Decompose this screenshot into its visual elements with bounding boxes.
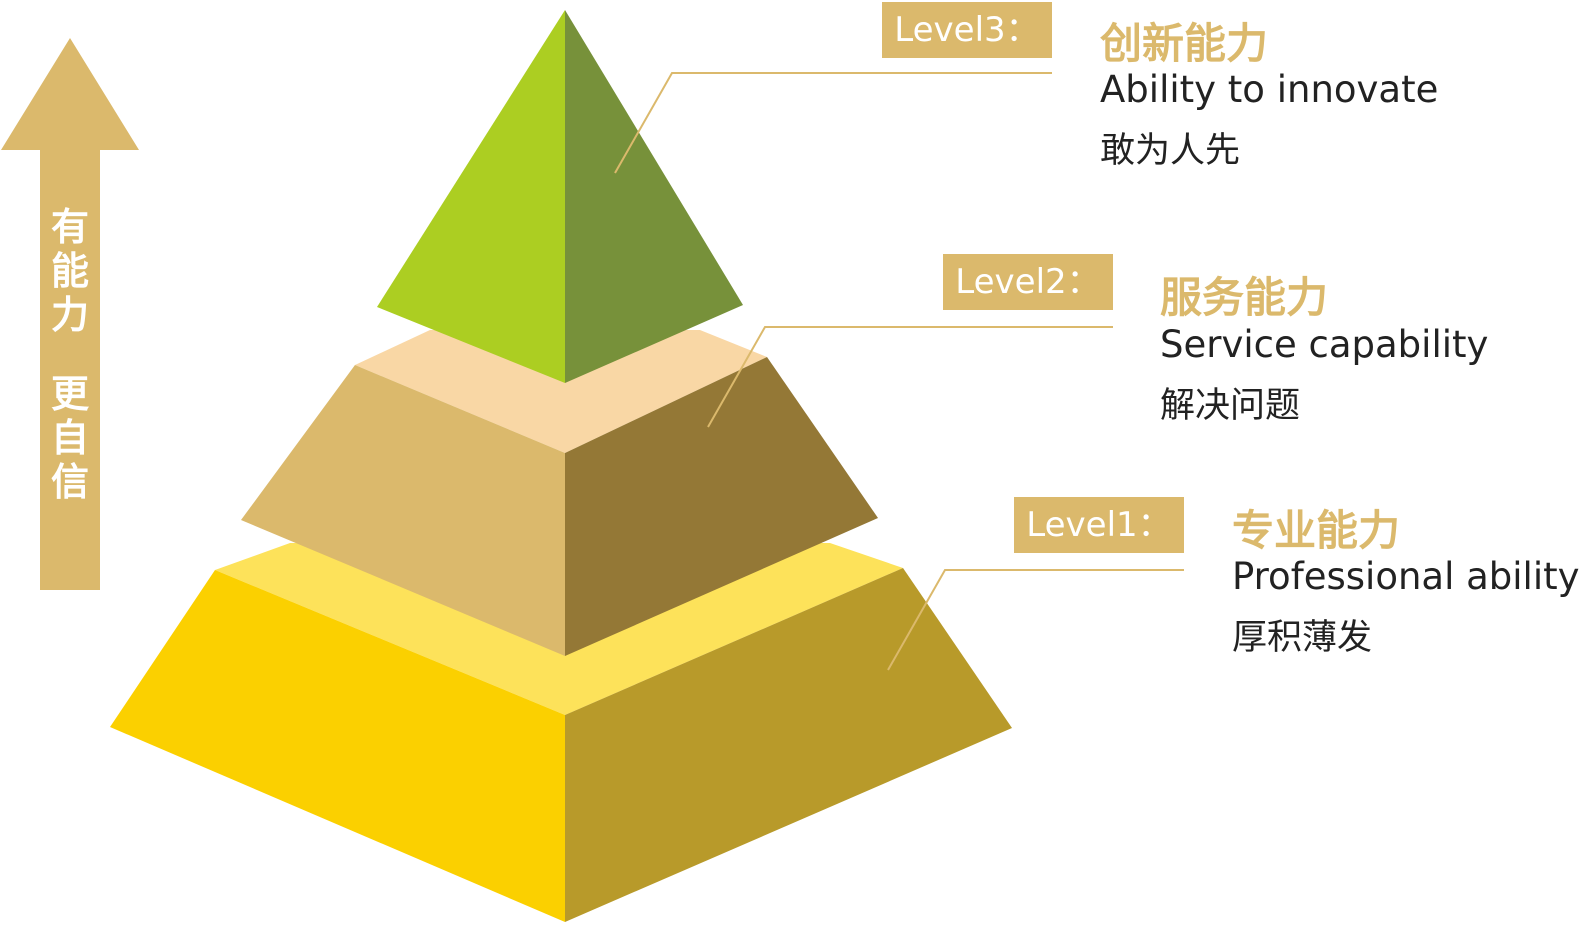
level3-motto: 敢为人先 xyxy=(1100,131,1241,171)
level3-title-en: Ability to innovate xyxy=(1100,68,1439,111)
level2-left-face xyxy=(241,365,565,656)
level1-title-en: Professional ability xyxy=(1232,555,1580,598)
level1-left-face xyxy=(110,570,565,922)
level3-title-zh: 创新能力 xyxy=(1100,19,1269,68)
level2-badge: Level2： xyxy=(943,254,1113,310)
level1-motto: 厚积薄发 xyxy=(1232,618,1373,658)
level1-title-zh: 专业能力 xyxy=(1232,506,1401,555)
level2-top-face xyxy=(355,330,767,453)
arrow-text-2: 更自信 xyxy=(50,372,89,504)
level2-motto: 解决问题 xyxy=(1160,386,1301,426)
level1-badge: Level1： xyxy=(1014,497,1184,553)
level3-left-face xyxy=(377,10,565,383)
up-arrow xyxy=(1,38,139,590)
level2-title-en: Service capability xyxy=(1160,323,1489,366)
level2-leader-line xyxy=(707,326,1113,428)
level1-leader-line xyxy=(887,569,1184,671)
level2-right-face xyxy=(565,357,878,656)
level1-right-face xyxy=(565,568,1012,922)
level2-title-zh: 服务能力 xyxy=(1160,273,1329,322)
level3-leader-line xyxy=(614,72,1052,174)
level3-right-face xyxy=(565,10,743,383)
level3-badge: Level3： xyxy=(882,2,1052,58)
arrow-text-1: 有能力 xyxy=(50,205,89,337)
